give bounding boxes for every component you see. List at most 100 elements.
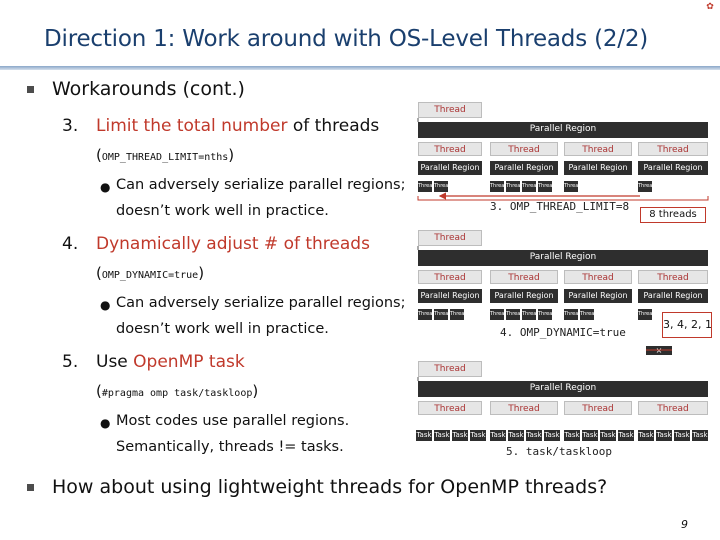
item-3-number: 3. [62,116,79,136]
item-5-text: Use OpenMP task [96,352,245,372]
d3-parallel-region: Parallel Region [418,381,708,397]
item-4-highlight: Dynamically adjust # of threads [96,234,370,254]
d3-task: Task [416,430,432,441]
d2-mini-thread: Thread [490,309,504,320]
d3-thread-2: Thread [490,401,558,415]
item-3-highlight: Limit the total number [96,116,288,136]
d1-mini-thread: Thread [638,181,652,192]
item-3-sub-line1: Can adversely serialize parallel regions… [116,177,406,193]
d1-mini-thread: Thread [538,181,552,192]
page-number: 9 [681,518,688,531]
d2-inner-region-3: Parallel Region [564,289,632,303]
d3-thread-1: Thread [418,401,482,415]
item-3-code: OMP_THREAD_LIMIT=nths [101,152,229,163]
d3-task: Task [600,430,616,441]
d3-task: Task [674,430,690,441]
d2-thread-3: Thread [564,270,632,284]
slide-title: Direction 1: Work around with OS-Level T… [44,26,649,52]
d1-thread-1: Thread [418,142,482,156]
d2-mini-thread: Thread [434,309,448,320]
paren-open: ( [96,264,102,282]
title-divider [0,66,720,70]
item-4-sub-line2: doesn’t work well in practice. [116,321,329,337]
d1-inner-region-1: Parallel Region [418,161,482,175]
d3-task: Task [582,430,598,441]
d2-thread-2: Thread [490,270,558,284]
d3-task: Task [452,430,468,441]
d1-master-thread: Thread [418,102,482,118]
d3-task: Task [526,430,542,441]
sub-bullet-dot-icon: ● [100,416,111,430]
item-3-rest: of threads [287,116,380,136]
item-5-highlight: OpenMP task [133,352,245,372]
d1-thread-4: Thread [638,142,708,156]
item-4-text: Dynamically adjust # of threads [96,234,370,254]
corner-logo-icon: ✿ [706,2,714,12]
square-bullet-icon [27,86,34,93]
d3-task: Task [618,430,634,441]
d3-master-thread: Thread [418,361,482,377]
d2-inner-region-4: Parallel Region [638,289,708,303]
d3-task: Task [564,430,580,441]
item-5-paren: (#pragma omp task/taskloop) [96,382,258,400]
sub-bullet-dot-icon: ● [100,180,111,194]
d1-thread-2: Thread [490,142,558,156]
d3-task: Task [656,430,672,441]
d3-caption: 5. task/taskloop [506,445,612,458]
heading-workarounds: Workarounds (cont.) [52,78,245,100]
d2-mini-thread: Thread [638,309,652,320]
item-5-sub-line1: Most codes use parallel regions. [116,413,350,429]
d1-mini-thread: Thread [506,181,520,192]
item-3-text: Limit the total number of threads [96,116,379,136]
d2-thread-4: Thread [638,270,708,284]
d2-mini-thread: Thread [564,309,578,320]
item-5-code: #pragma omp task/taskloop [101,388,253,399]
d2-mini-thread: Thread [580,309,594,320]
sub-bullet-dot-icon: ● [100,298,111,312]
d1-inner-region-2: Parallel Region [490,161,558,175]
d1-mini-thread: Thread [418,181,432,192]
paren-close: ) [228,146,235,164]
item-4-sub-line1: Can adversely serialize parallel regions… [116,295,406,311]
d2-counts-callout: 3, 4, 2, 1 [662,312,712,338]
d1-caption: 3. OMP_THREAD_LIMIT=8 [490,200,630,213]
d2-mini-thread: Thread [506,309,520,320]
d2-mini-thread: Thread [418,309,432,320]
d1-inner-region-4: Parallel Region [638,161,708,175]
d2-mini-thread: Thread [538,309,552,320]
d2-master-thread: Thread [418,230,482,246]
d2-thread-1: Thread [418,270,482,284]
d3-task: Task [544,430,560,441]
d1-mini-thread: Thread [490,181,504,192]
d1-outer-parallel-region: Parallel Region [418,122,708,138]
d3-task: Task [692,430,708,441]
item-5-pre: Use [96,352,134,372]
d3-task: Task [508,430,524,441]
item-5-number: 5. [62,352,79,372]
paren-close: ) [198,264,205,282]
d3-thread-4: Thread [638,401,708,415]
d3-task: Task [638,430,654,441]
d1-thread-3: Thread [564,142,632,156]
d2-outer-parallel-region: Parallel Region [418,250,708,266]
square-bullet-icon [27,484,34,491]
d3-task: Task [490,430,506,441]
d3-thread-3: Thread [564,401,632,415]
item-5-sub-line2: Semantically, threads != tasks. [116,439,344,455]
d2-mini-thread: Thread [450,309,464,320]
d1-mini-thread: Thread [434,181,448,192]
item-3-sub-line2: doesn’t work well in practice. [116,203,329,219]
paren-open: ( [96,382,102,400]
d3-task: Task [434,430,450,441]
d3-task: Task [470,430,486,441]
item-3-paren: (OMP_THREAD_LIMIT=nths) [96,146,234,164]
d2-inner-region-1: Parallel Region [418,289,482,303]
d1-threads-callout: 8 threads [640,207,706,223]
item-4-paren: (OMP_DYNAMIC=true) [96,264,204,282]
heading-lightweight: How about using lightweight threads for … [52,476,608,498]
d1-inner-region-3: Parallel Region [564,161,632,175]
d2-inner-region-2: Parallel Region [490,289,558,303]
item-4-code: OMP_DYNAMIC=true [101,270,199,281]
item-4-number: 4. [62,234,79,254]
paren-close: ) [252,382,259,400]
